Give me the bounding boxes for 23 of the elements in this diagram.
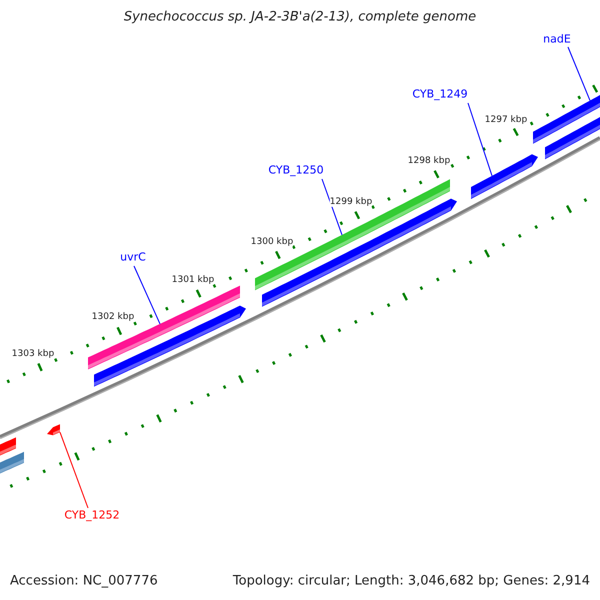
scale-label: 1298 kbp: [408, 156, 450, 166]
gene-bar: [471, 154, 538, 199]
leader-line: [134, 266, 160, 324]
scale-label: 1303 kbp: [12, 348, 54, 360]
gene-label: nadE: [543, 34, 571, 46]
gene-bar: [533, 94, 600, 144]
scale-label: 1300 kbp: [250, 236, 294, 248]
leader-line: [468, 102, 492, 176]
leader-line: [568, 46, 590, 102]
scale-label: 1302 kbp: [92, 312, 134, 322]
accession-text: Accession: NC_007776: [10, 574, 158, 590]
leader-line: [322, 178, 342, 236]
genome-info: Topology: circular; Length: 3,046,682 bp; Genes: 2,914: [232, 574, 590, 590]
scale-label: 1299 kbp: [330, 196, 372, 208]
gene-label: CYB_1252: [64, 510, 120, 522]
gene-label: CYB_1250: [268, 164, 324, 178]
scale-label: 1297 kbp: [484, 114, 528, 126]
leader-line: [60, 432, 88, 508]
title: Synechococcus sp. JA-2-3B'a(2-13), complete genome: [124, 10, 476, 26]
gene-label: CYB_1249: [412, 88, 468, 102]
gene-label: uvrC: [120, 252, 146, 264]
gene-bar: [47, 424, 60, 436]
scale-label: 1301 kbp: [172, 274, 214, 286]
